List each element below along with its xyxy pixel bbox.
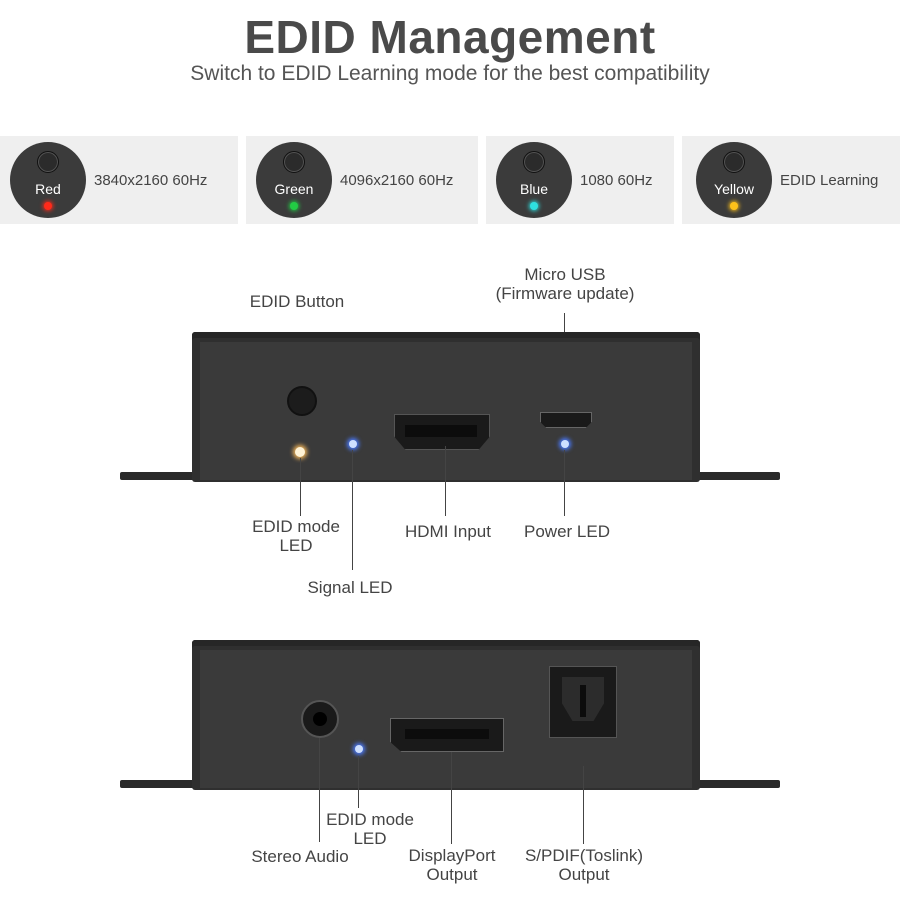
mode-setting: EDID Learning <box>780 171 879 189</box>
front-face <box>200 342 692 480</box>
hdmi-port-icon <box>394 414 490 450</box>
leader-line <box>352 450 353 570</box>
power-led-icon <box>561 440 569 448</box>
mode-color-label: Yellow <box>714 181 754 197</box>
toslink-port-icon <box>549 666 617 738</box>
mode-setting: 1080 60Hz <box>580 171 653 189</box>
leader-line <box>451 752 452 844</box>
label-spdif-output: S/PDIF(Toslink) Output <box>508 846 660 884</box>
label-line: LED <box>353 829 387 848</box>
device-front <box>192 332 700 482</box>
label-line: Output <box>558 865 610 884</box>
leader-line <box>319 738 320 842</box>
micro-usb-port-icon <box>540 412 592 428</box>
device-rear <box>192 640 700 790</box>
mode-red: Red 3840x2160 60Hz <box>0 136 238 224</box>
mode-indicator: Red <box>10 142 86 218</box>
stereo-audio-jack-icon <box>301 700 339 738</box>
button-icon <box>283 151 305 173</box>
label-line: S/PDIF(Toslink) <box>524 846 644 865</box>
leader-line <box>564 450 565 516</box>
leader-line <box>358 756 359 808</box>
button-icon <box>37 151 59 173</box>
edid-mode-led-icon <box>295 447 305 457</box>
label-line: EDID mode <box>326 810 414 829</box>
mode-yellow: Yellow EDID Learning <box>682 136 900 224</box>
label-line: (Firmware update) <box>495 284 635 303</box>
leader-line <box>583 766 584 844</box>
label-edid-mode-led-front: EDID mode LED <box>236 517 356 555</box>
leader-line <box>300 458 301 516</box>
label-power-led: Power LED <box>524 522 610 541</box>
page-title: EDID Management <box>244 11 656 63</box>
mode-color-label: Red <box>35 181 61 197</box>
mode-color-label: Green <box>274 181 314 197</box>
label-stereo-audio: Stereo Audio <box>251 847 349 866</box>
label-micro-usb: Micro USB (Firmware update) <box>480 265 650 303</box>
label-hdmi-input: HDMI Input <box>405 522 491 541</box>
led-dot-icon <box>730 202 738 210</box>
label-line: DisplayPort <box>408 846 496 865</box>
button-icon <box>523 151 545 173</box>
label-line: Micro USB <box>524 265 606 284</box>
jack-hole <box>313 712 327 726</box>
label-edid-mode-led-rear: EDID mode LED <box>310 810 430 848</box>
label-line: EDID mode <box>252 517 340 536</box>
led-dot-icon <box>530 202 538 210</box>
displayport-port-icon <box>390 718 504 752</box>
mode-indicator: Green <box>256 142 332 218</box>
page-subtitle: Switch to EDID Learning mode for the bes… <box>190 62 710 85</box>
hdmi-port-slot <box>405 425 477 437</box>
label-line: LED <box>279 536 313 555</box>
mode-green: Green 4096x2160 60Hz <box>246 136 478 224</box>
led-dot-icon <box>290 202 298 210</box>
label-line: Output <box>426 865 478 884</box>
mode-color-label: Blue <box>519 181 549 197</box>
button-icon <box>723 151 745 173</box>
leader-line <box>445 446 446 516</box>
mode-setting: 3840x2160 60Hz <box>94 171 208 189</box>
toslink-slot <box>580 685 586 717</box>
edid-mode-led-icon <box>355 745 363 753</box>
led-dot-icon <box>44 202 52 210</box>
signal-led-icon <box>349 440 357 448</box>
label-signal-led: Signal LED <box>307 578 393 597</box>
mode-blue: Blue 1080 60Hz <box>486 136 674 224</box>
edid-button-icon <box>287 386 317 416</box>
label-edid-button: EDID Button <box>249 292 345 311</box>
displayport-slot <box>405 729 489 739</box>
label-displayport-output: DisplayPort Output <box>384 846 520 884</box>
mode-indicator: Yellow <box>696 142 772 218</box>
mode-setting: 4096x2160 60Hz <box>340 171 454 189</box>
mode-indicator: Blue <box>496 142 572 218</box>
